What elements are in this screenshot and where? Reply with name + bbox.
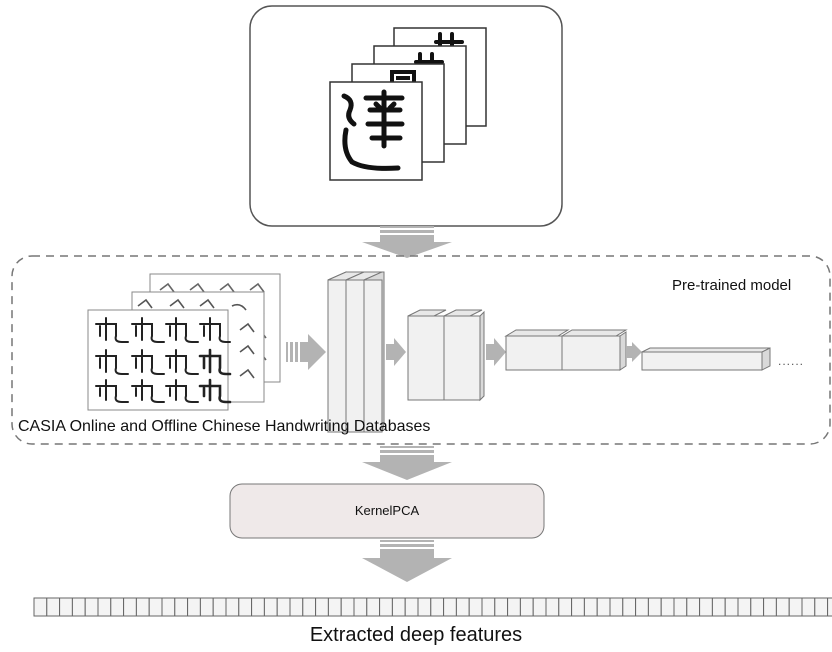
feature-cell: [379, 597, 393, 617]
feature-cell: [545, 597, 560, 617]
feature-cell: [455, 597, 470, 617]
feature-cell: [519, 597, 534, 617]
feature-cell: [263, 597, 278, 617]
feature-cell: [174, 597, 189, 617]
sample-sheet-front: [87, 309, 232, 411]
extracted-features-label: Extracted deep features: [309, 624, 523, 646]
feature-cell: [353, 597, 368, 617]
handwriting-samples: [87, 273, 281, 411]
right-arrow: [486, 338, 506, 366]
feature-cell: [327, 597, 342, 617]
pretrained-model-label: Pre-trained model: [672, 277, 792, 294]
kernel-pca-box: [229, 483, 545, 539]
feature-cell: [302, 597, 317, 617]
feature-cell: [827, 597, 832, 617]
feature-cell: [148, 597, 163, 617]
feature-cell: [123, 597, 137, 617]
input-image-stack: [329, 27, 487, 181]
feature-cell: [161, 597, 176, 617]
feature-cell: [212, 597, 227, 617]
input-image-card: [329, 81, 423, 181]
feature-cell: [251, 597, 265, 617]
database-label: CASIA Online and Offline Chinese Handwri…: [18, 418, 431, 435]
feature-cell: [686, 597, 701, 617]
feature-cell: [404, 597, 419, 617]
feature-cell: [225, 597, 240, 617]
feature-cell: [647, 597, 662, 617]
feature-cell: [673, 597, 688, 617]
feature-cell: [660, 597, 675, 617]
feature-cell: [289, 597, 304, 617]
feature-cell: [340, 597, 355, 617]
feature-cell: [571, 597, 585, 617]
kernel-pca-label: KernelPCA: [354, 503, 420, 518]
feature-cell: [494, 597, 509, 617]
feature-cell: [724, 597, 739, 617]
feature-cell: [33, 597, 48, 617]
feature-cell: [622, 597, 637, 617]
feature-cell: [276, 597, 291, 617]
feature-cell: [532, 597, 547, 617]
down-arrow: [362, 540, 452, 582]
feature-cell: [391, 597, 406, 617]
feature-cell: [46, 597, 61, 617]
ellipsis-label: ......: [778, 354, 805, 368]
feature-cell: [135, 597, 150, 617]
cnn-block-conv2: [407, 309, 485, 402]
handwritten-ye-characters: [95, 317, 232, 404]
down-arrow: [362, 226, 452, 258]
cnn-block-conv1: [327, 271, 385, 433]
feature-cell: [84, 597, 99, 617]
feature-cell: [110, 597, 125, 617]
pretrained-model-region: [11, 255, 831, 445]
feature-cell: [609, 597, 624, 617]
feature-cell: [814, 597, 829, 617]
feature-cell: [97, 597, 112, 617]
feature-cell: [417, 597, 432, 617]
down-arrow: [362, 446, 452, 480]
feature-cell: [788, 597, 803, 617]
feature-cell: [59, 597, 73, 617]
feature-cell: [481, 597, 496, 617]
feature-cell: [750, 597, 765, 617]
cnn-block-fc: [641, 347, 771, 371]
right-arrow: [386, 338, 406, 366]
feature-cell: [71, 597, 86, 617]
feature-cell: [737, 597, 752, 617]
feature-cell: [366, 597, 381, 617]
feature-cell: [635, 597, 649, 617]
feature-cell: [468, 597, 483, 617]
feature-cell: [699, 597, 713, 617]
right-arrow: [286, 334, 326, 370]
feature-cell: [763, 597, 777, 617]
feature-cell: [187, 597, 201, 617]
feature-cell: [775, 597, 790, 617]
feature-cell: [507, 597, 521, 617]
feature-cell: [596, 597, 611, 617]
seal-script-character: [341, 89, 405, 171]
feature-vector: [33, 597, 832, 617]
feature-cell: [199, 597, 214, 617]
feature-cell: [238, 597, 253, 617]
cnn-block-conv3: [504, 329, 628, 371]
feature-cell: [711, 597, 726, 617]
feature-cell: [315, 597, 329, 617]
feature-cell: [801, 597, 816, 617]
feature-cell: [430, 597, 445, 617]
feature-cell: [443, 597, 457, 617]
feature-cell: [558, 597, 573, 617]
feature-cell: [583, 597, 598, 617]
right-arrow: [626, 342, 642, 362]
